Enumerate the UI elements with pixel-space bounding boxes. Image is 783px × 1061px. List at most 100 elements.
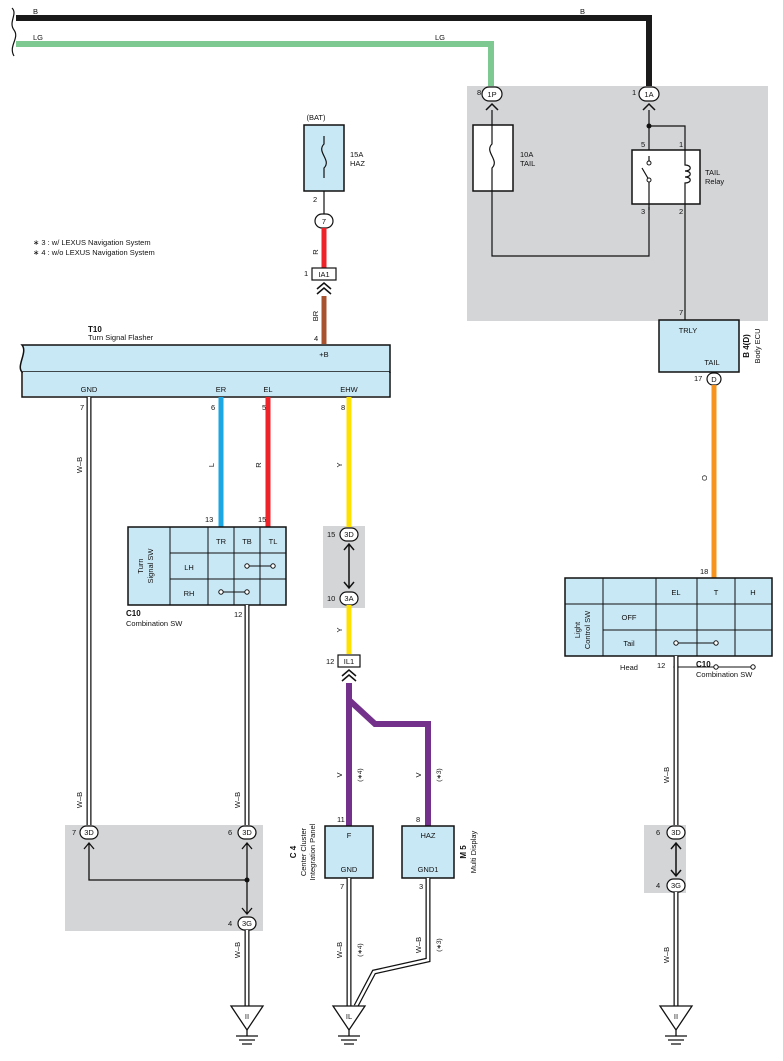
ecu-pin-17: 17 xyxy=(694,374,702,383)
light-sw-tail-contact xyxy=(673,640,719,646)
wire-wb-c4-label: W–B xyxy=(335,942,344,958)
c4-name-1: Center Cluster xyxy=(299,827,308,876)
1p-chevron xyxy=(485,102,499,111)
t10-pin-6: 6 xyxy=(211,403,215,412)
relay-block-region xyxy=(467,86,768,321)
relay-pin-3: 3 xyxy=(641,207,645,216)
wire-br-label: BR xyxy=(311,310,320,321)
left-3d-pin-6: 6 xyxy=(228,828,232,837)
svg-text:IA1: IA1 xyxy=(318,270,329,279)
t10-term-el-2: EL xyxy=(263,385,272,394)
1a-chevron xyxy=(642,102,656,111)
connector-7: 7 xyxy=(314,213,334,229)
body-ecu-tail: TAIL xyxy=(704,358,719,367)
light-sw-title-1: Light xyxy=(573,621,582,638)
light-sw-col-h: H xyxy=(750,588,755,597)
il1-chevron xyxy=(341,669,357,682)
ia1-chevron xyxy=(316,282,332,295)
c4-pin-7: 7 xyxy=(340,882,344,891)
haz-fuse-source: (BAT) xyxy=(306,113,326,122)
turn-sw-col-tb: TB xyxy=(242,537,252,546)
ecu-pin-7: 7 xyxy=(679,308,683,317)
il1-pin: 12 xyxy=(326,657,334,666)
wire-v-label-2: V xyxy=(414,772,423,777)
wire-wb-label-2: W–B xyxy=(75,792,84,808)
ia1-pin: 1 xyxy=(304,269,308,278)
c4-code: C 4 xyxy=(289,845,298,858)
light-sw-col-el: EL xyxy=(671,588,680,597)
wire-lg-label-right: LG xyxy=(435,33,445,42)
wire-y-lower-label: Y xyxy=(335,627,344,632)
wire-wb-c4-note: (∗4) xyxy=(357,943,364,956)
tail-fuse-rating: 10A xyxy=(520,150,533,159)
pin-15-3d: 15 xyxy=(327,530,335,539)
light-sw-pin-18: 18 xyxy=(700,567,708,576)
wire-break-mark xyxy=(11,7,17,57)
haz-fuse-box xyxy=(303,124,345,192)
t10-pin-7: 7 xyxy=(80,403,84,412)
t10-code: T10 xyxy=(88,325,102,334)
relay-pin-1: 1 xyxy=(679,140,683,149)
svg-text:3A: 3A xyxy=(344,594,353,603)
t10-plus-b: +B xyxy=(319,350,328,359)
body-ecu-code: B 4(D) xyxy=(742,334,751,358)
light-sw-row-head: Head xyxy=(620,663,638,672)
light-sw-box xyxy=(564,577,773,657)
wire-wb-label-1: W–B xyxy=(75,457,84,473)
wire-r-haz-label: R xyxy=(311,249,320,255)
pin-1p: 8 xyxy=(477,88,481,97)
svg-text:3D: 3D xyxy=(671,828,681,837)
m5-name: Multi Display xyxy=(469,830,478,873)
haz-fuse-rating: 15A xyxy=(350,150,363,159)
m5-bottom: GND1 xyxy=(418,865,439,874)
relay-contact-bottom xyxy=(646,177,652,183)
svg-text:D: D xyxy=(711,375,717,384)
svg-text:II: II xyxy=(245,1012,249,1021)
wire-b xyxy=(16,15,652,86)
wire-wb-label-6: W–B xyxy=(662,947,671,963)
note-nav-3: ∗ 3 : w/ LEXUS Navigation System xyxy=(33,238,151,247)
turn-sw-rh-contact xyxy=(218,589,250,595)
mid-junction-link xyxy=(343,542,355,590)
tail-relay-box xyxy=(631,149,701,205)
turn-sw-title-2: Signal SW xyxy=(146,548,155,584)
wire-b-label-right: B xyxy=(580,7,585,16)
wire-lg-label-left: LG xyxy=(33,33,43,42)
m5-code: M 5 xyxy=(459,845,468,859)
ground-ii-left: II xyxy=(229,1005,265,1045)
relay-pin-2: 2 xyxy=(679,207,683,216)
haz-fuse-pin: 2 xyxy=(313,195,317,204)
connector-ia1: IA1 xyxy=(311,267,337,281)
connector-3a: 3A xyxy=(339,591,359,606)
light-sw-row-tail: Tail xyxy=(623,639,635,648)
haz-fuse-symbol xyxy=(321,136,327,178)
svg-text:1A: 1A xyxy=(644,90,653,99)
tail-fuse-name: TAIL xyxy=(520,159,535,168)
connector-d: D xyxy=(706,372,722,386)
c4-name-2: Integration Panel xyxy=(308,823,317,880)
t10-pin-4: 4 xyxy=(314,334,318,343)
t10-bottom-fill xyxy=(23,372,389,396)
c4-bottom: GND xyxy=(341,865,358,874)
body-ecu-box xyxy=(658,319,740,373)
wire-b-label-left: B xyxy=(33,7,38,16)
connector-1a: 1A xyxy=(638,86,660,102)
body-ecu-name: Body ECU xyxy=(753,328,762,363)
ground-ii-right: II xyxy=(658,1005,694,1045)
turn-sw-col-tr: TR xyxy=(216,537,227,546)
turn-sw-pin-13: 13 xyxy=(205,515,213,524)
light-sw-col-t: T xyxy=(714,588,719,597)
junction-3d-3g-region-left xyxy=(65,825,263,931)
tail-relay-label-1: TAIL xyxy=(705,168,720,177)
connector-il1: IL1 xyxy=(337,654,361,668)
t10-pin-8: 8 xyxy=(341,403,345,412)
t10-pin-5: 5 xyxy=(262,403,266,412)
relay-contact-top xyxy=(646,160,652,166)
c4-pin-11: 11 xyxy=(337,815,345,824)
left-junction-dot xyxy=(244,877,250,883)
pin-1a: 1 xyxy=(632,88,636,97)
svg-text:3D: 3D xyxy=(344,530,354,539)
turn-sw-row-rh: RH xyxy=(184,589,195,598)
wire-o-label: O xyxy=(700,475,709,481)
